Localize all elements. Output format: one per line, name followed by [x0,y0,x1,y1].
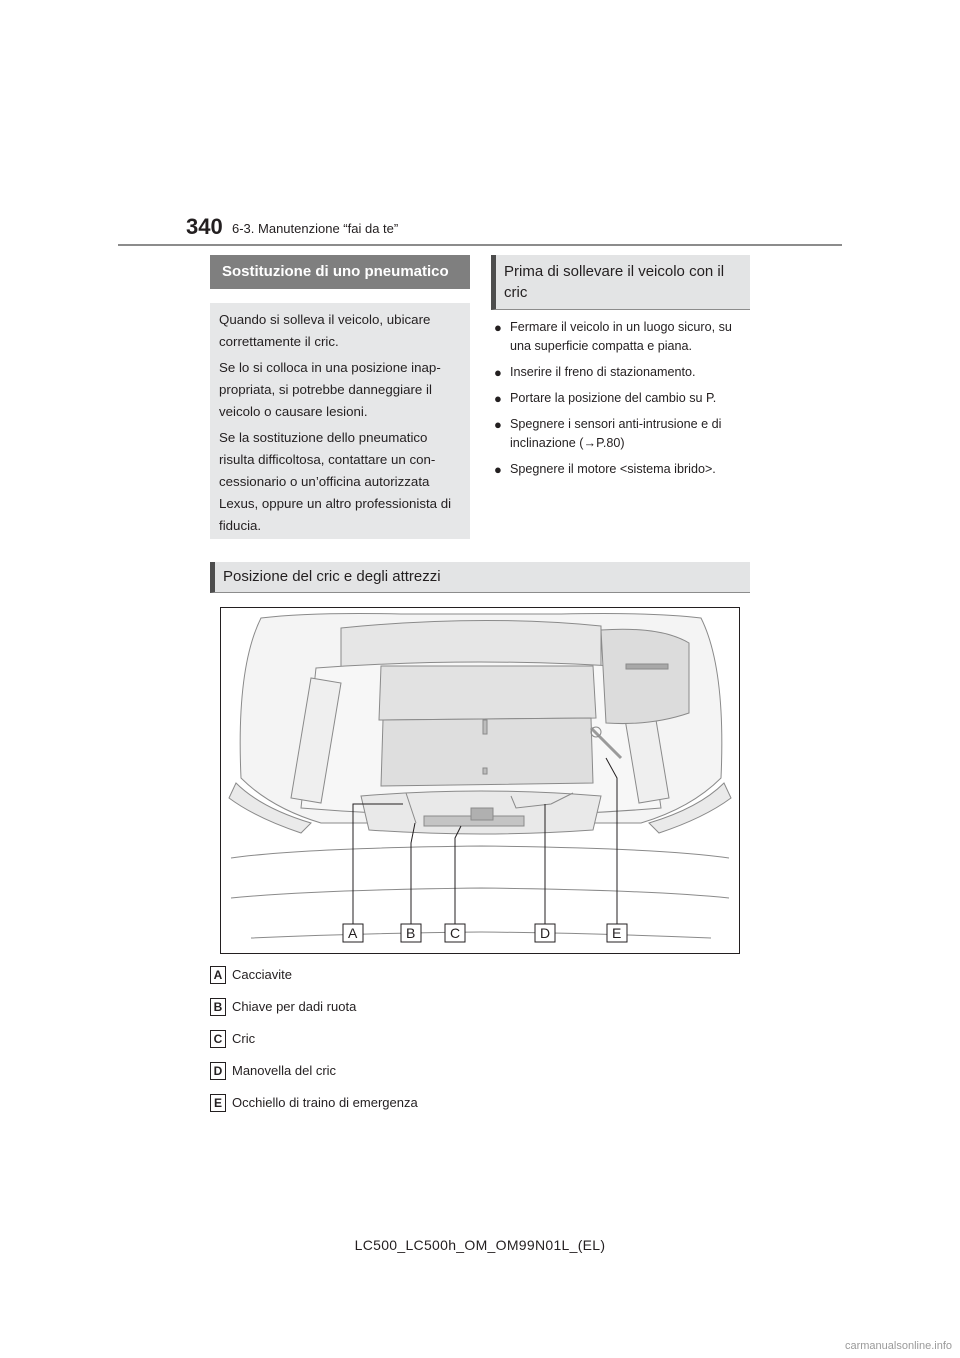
legend-key: E [210,1094,226,1112]
figure-label-d: D [540,925,550,941]
legend-text: Cric [232,1031,256,1046]
legend-text: Cacciavite [232,967,292,982]
manual-code: LC500_LC500h_OM_OM99N01L_(EL) [354,1237,606,1253]
before-lifting-list: ●Fermare il veicolo in un luogo sicuro, … [494,318,754,486]
warning-paragraph: Se la sostituzione dello pneumatico risu… [219,430,452,533]
list-item: ●Spegnere i sensori anti-intrusione e di… [494,417,722,450]
list-item: ●Portare la posizione del cambio su P. [494,391,717,406]
warning-paragraph: Quando si solleva il veicolo, ubicare co… [219,312,431,349]
figure-label-a: A [348,925,358,941]
legend-key: D [210,1062,226,1080]
bullet-icon: ● [494,417,502,432]
list-item: ●Inserire il freno di stazionamento. [494,365,696,380]
list-item: ●Spegnere il motore <sistema ibrido>. [494,462,716,477]
trunk-illustration: A B C D E [220,607,740,954]
bullet-icon: ● [494,462,502,477]
tire-replacement-heading: Sostituzione di uno pneumatico [210,255,470,289]
list-item: ●Fermare il veicolo in un luogo sicuro, … [494,320,732,353]
header-divider [118,244,842,246]
warning-paragraph: Se lo si colloca in una posizione inap-p… [219,360,441,419]
section-title: 6-3. Manutenzione “fai da te” [232,221,399,236]
bullet-icon: ● [494,365,502,380]
figure-label-b: B [406,925,415,941]
legend-text: Chiave per dadi ruota [232,999,357,1014]
jack-position-heading: Posizione del cric e degli attrezzi [210,562,750,593]
before-lifting-heading: Prima di sollevare il veicolo con il cri… [491,255,750,310]
watermark: carmanualsonline.info [844,1340,952,1352]
legend-key: A [210,966,226,984]
legend-key: B [210,998,226,1016]
warning-box: Quando si solleva il veicolo, ubicare co… [210,303,470,539]
legend-text: Manovella del cric [232,1063,337,1078]
bullet-icon: ● [494,391,502,406]
bullet-icon: ● [494,320,502,335]
figure-label-e: E [612,925,621,941]
trunk-drawing: A B C D E [228,613,732,943]
figure-label-c: C [450,925,460,941]
legend-key: C [210,1030,226,1048]
legend-text: Occhiello di traino di emergenza [232,1095,418,1110]
page-number: 340 [186,214,223,239]
